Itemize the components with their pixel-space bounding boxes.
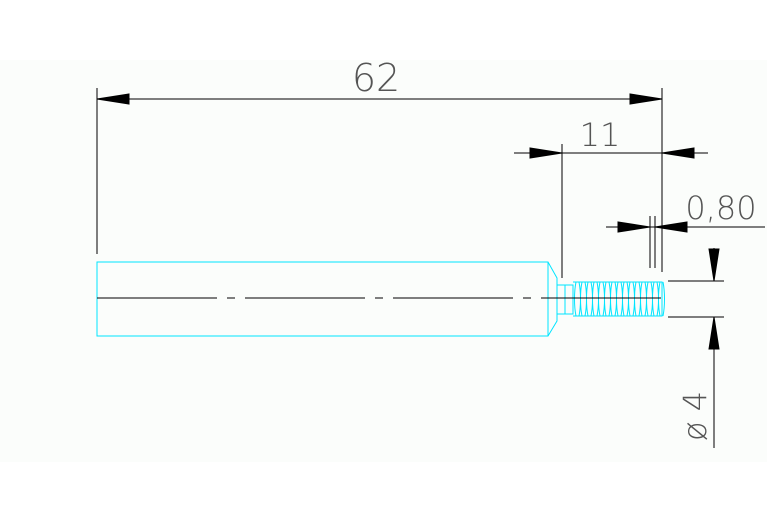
thread-crests [574,281,665,317]
dimension-text-diameter: ø 4 [676,391,714,441]
arrow-11-right [661,147,695,159]
arrow-62-left [96,93,130,105]
dimension-text-080: 0,80 [685,189,756,227]
dimension-lines [96,88,765,448]
dimension-text-62: 62 [352,56,400,100]
thread-ridge [658,281,665,317]
drawing-sheet [0,60,767,462]
arrow-080-right [654,221,688,233]
dimension-text-11: 11 [580,116,621,154]
arrow-080-left [617,221,651,233]
arrow-11-left [529,147,563,159]
arrow-dia-bottom [708,316,720,350]
arrow-dia-top [708,248,720,282]
arrow-62-right [629,93,663,105]
